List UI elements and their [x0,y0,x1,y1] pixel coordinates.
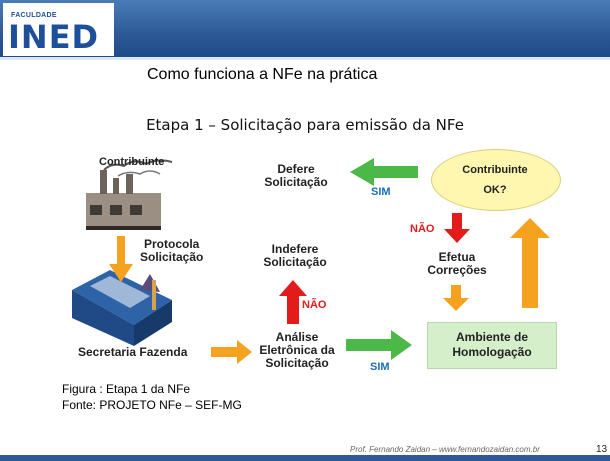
protocola-label: Protocola Solicitação [140,238,203,264]
arrow-down-orange-right [443,285,469,311]
defere-label: Defere Solicitação [257,163,335,189]
defere-line-1: Defere [277,162,315,176]
contribuinte-label: Contribuinte [99,156,165,168]
footer-author: Prof. Fernando Zaidan – www.fernandozaid… [350,445,540,454]
slide-subtitle: Etapa 1 – Solicitação para emissão da NF… [146,116,464,134]
protocola-line-1: Protocola [144,237,200,251]
arrow-up-orange-right [510,218,550,308]
analise-line-1: Análise [275,330,319,344]
indefere-line-1: Indefere [271,242,319,256]
arrow-right-orange [211,340,252,364]
contribuinte-ok-line-2: OK? [483,184,507,196]
arrow-down-red [444,213,470,243]
figure-caption: Figura : Etapa 1 da NFe [62,382,191,396]
ambiente-line-1: Ambiente de [455,330,528,344]
logo: FACULDADE INED [3,3,114,56]
logo-caption: FACULDADE [11,12,57,19]
arrow-left-green [350,158,418,186]
logo-wordmark: INED [8,18,100,56]
nao-label-middle: NÃO [302,299,327,311]
indefere-line-2: Solicitação [263,255,327,269]
ambiente-line-2: Homologação [452,345,532,359]
ambiente-homologacao-node [427,322,557,369]
secretaria-label: Secretaria Fazenda [78,345,188,359]
slide-title: Como funciona a NFe na prática [147,66,378,83]
arrow-up-red-shape [279,280,307,324]
header-divider [0,57,610,60]
footer-bar [0,455,610,461]
efetua-line-1: Efetua [438,250,476,264]
nao-label-right: NÃO [410,223,435,235]
indefere-label: Indefere Solicitação [258,243,332,269]
arrow-right-green [346,330,412,360]
ambiente-label: Ambiente de Homologação [427,330,557,360]
sim-label-top: SIM [371,186,391,198]
analise-line-2: Eletrônica da [259,343,335,357]
sim-label-bottom: SIM [370,361,390,373]
protocola-line-2: Solicitação [140,250,204,264]
building-illustration [72,270,172,346]
contribuinte-ok-label: Contribuinte OK? [451,160,539,200]
efetua-label: Efetua Correções [421,251,493,277]
figure-source: Fonte: PROJETO NFe – SEF-MG [62,398,242,412]
efetua-line-2: Correções [427,263,487,277]
analise-label: Análise Eletrônica da Solicitação [258,331,336,370]
analise-line-3: Solicitação [265,356,329,370]
contribuinte-ok-line-1: Contribuinte [462,164,528,176]
factory-illustration [86,159,173,230]
contribuinte-ok-node [431,149,561,211]
defere-line-2: Solicitação [264,175,328,189]
arrow-down-orange-left [109,236,133,282]
page-number: 13 [596,444,608,455]
